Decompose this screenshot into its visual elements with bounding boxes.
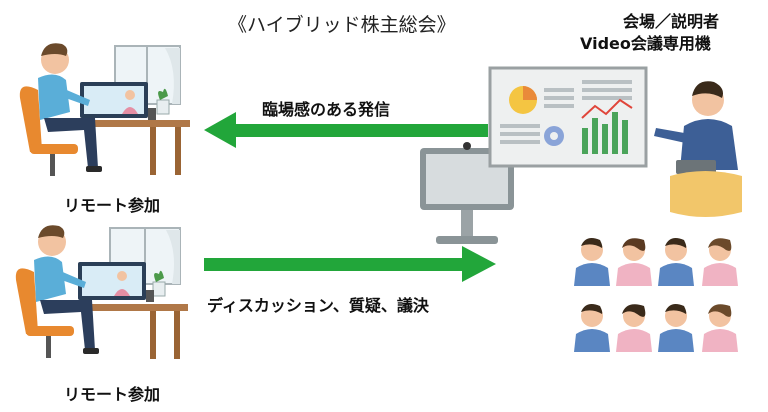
- page-title: 《ハイブリッド株主総会》: [228, 14, 456, 36]
- camera-icon: [463, 142, 471, 150]
- audience-member: [616, 304, 652, 352]
- audience-member: [702, 238, 738, 286]
- laptop-icon: [676, 160, 716, 174]
- chair-icon: [15, 268, 38, 334]
- audience-member: [574, 238, 610, 286]
- audience-member: [658, 238, 694, 286]
- remote-participant-bottom: [15, 225, 188, 359]
- presentation-board: [488, 66, 648, 168]
- audience-member: [658, 304, 694, 352]
- arrow-top-label: 臨場感のある発信: [262, 100, 391, 119]
- presenter: [654, 81, 742, 217]
- remote-bottom-label: リモート参加: [64, 385, 161, 404]
- bar-chart-icon: [582, 128, 588, 154]
- audience-member: [574, 304, 610, 352]
- arrow-bottom: [204, 246, 496, 282]
- venue-label-line1: 会場／説明者: [622, 12, 719, 31]
- remote-top-label: リモート参加: [64, 196, 161, 215]
- audience-member: [702, 304, 738, 352]
- venue-label-line2: Video会議専用機: [580, 34, 711, 53]
- chair-icon: [19, 86, 42, 152]
- desk: [60, 120, 190, 127]
- podium: [670, 171, 742, 217]
- arrow-top: [204, 112, 488, 148]
- arrow-bottom-label: ディスカッション、質疑、議決: [207, 296, 429, 315]
- audience-member: [616, 238, 652, 286]
- plant-icon: [158, 88, 168, 100]
- remote-participant-top: [19, 43, 190, 176]
- plant-icon: [154, 270, 164, 282]
- audience: [574, 238, 738, 352]
